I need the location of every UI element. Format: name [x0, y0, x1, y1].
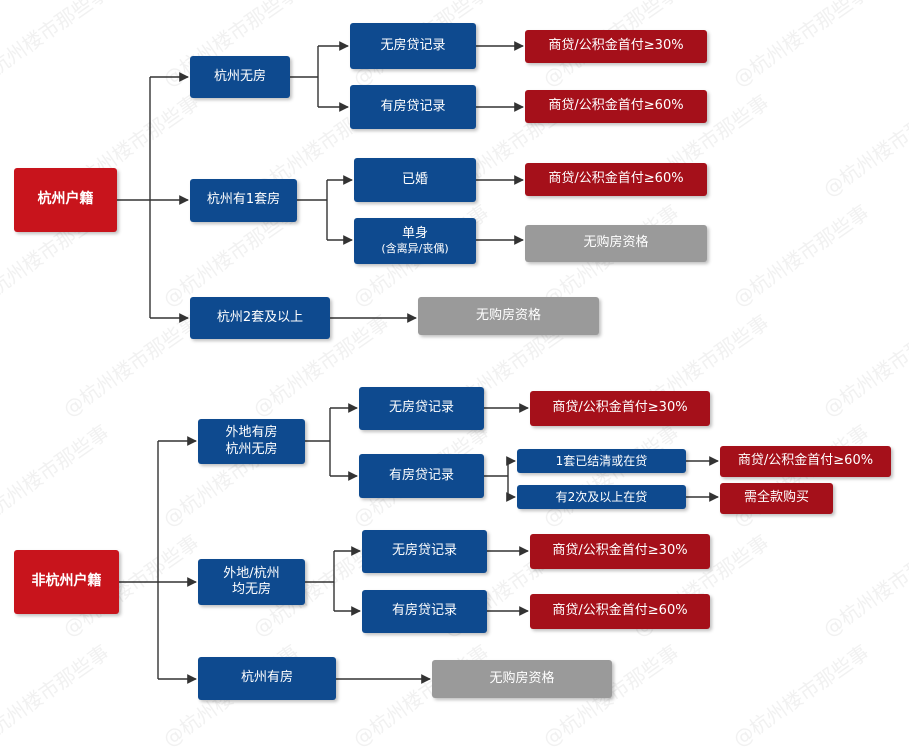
node-two-plus-loans: 有2次及以上在贷	[517, 485, 686, 509]
connector-hz-onehouse-split	[297, 180, 328, 240]
node-elsewhere-has-loan-record: 有房贷记录	[359, 454, 484, 498]
node-hz-has-house: 杭州有房	[198, 657, 336, 700]
result-full-payment-required: 需全款购买	[720, 483, 833, 514]
node-elsewhere-house-hz-none: 外地有房 杭州无房	[198, 419, 305, 464]
result-hz-down-payment-60: 商贷/公积金首付≥60%	[525, 90, 707, 123]
connector-nohouse-split	[305, 551, 335, 611]
root-hangzhou-hukou: 杭州户籍	[14, 168, 117, 232]
connector-hz-root-trunk	[117, 77, 151, 318]
node-hz-no-loan-record: 无房贷记录	[350, 23, 476, 69]
node-elsewhere-no-loan-record: 无房贷记录	[359, 387, 484, 430]
node-hz-one-house: 杭州有1套房	[190, 179, 297, 222]
result-elsewhere-down-payment-30: 商贷/公积金首付≥30%	[530, 391, 710, 426]
result-nohouse-down-payment-60: 商贷/公积金首付≥60%	[530, 594, 710, 629]
root-non-hangzhou-hukou: 非杭州户籍	[14, 550, 119, 614]
node-one-settled-or-loan: 1套已结清或在贷	[517, 449, 686, 473]
connector-lines	[117, 41, 719, 684]
node-nohouse-has-loan-record: 有房贷记录	[362, 590, 487, 633]
result-hz-single-no-eligibility: 无购房资格	[525, 225, 707, 262]
connector-hasloan-split	[484, 461, 509, 497]
node-nohouse-no-loan-record: 无房贷记录	[362, 530, 487, 573]
node-hz-two-plus-houses: 杭州2套及以上	[190, 297, 330, 339]
result-hz-two-plus-no-eligibility: 无购房资格	[418, 297, 599, 335]
node-elsewhere-house-line1: 外地有房	[225, 425, 278, 441]
node-hz-single-note: (含离异/丧偶)	[381, 242, 449, 256]
result-nohouse-down-payment-30: 商贷/公积金首付≥30%	[530, 534, 710, 569]
node-hz-single-label: 单身	[401, 226, 428, 241]
result-hzhouse-no-eligibility: 无购房资格	[432, 660, 612, 698]
result-hz-married-down-payment-60: 商贷/公积金首付≥60%	[525, 163, 707, 196]
result-hz-down-payment-30: 商贷/公积金首付≥30%	[525, 30, 707, 63]
node-no-house-both-line1: 外地/杭州	[223, 565, 280, 581]
node-elsewhere-house-line2: 杭州无房	[225, 441, 278, 457]
connector-nonhz-root-trunk	[119, 441, 159, 679]
node-hz-married: 已婚	[354, 158, 476, 202]
node-hz-single: 单身 (含离异/丧偶)	[354, 218, 476, 264]
node-hz-has-loan-record: 有房贷记录	[350, 85, 476, 129]
connector-elsewhere-split	[305, 408, 331, 476]
node-hz-no-house: 杭州无房	[190, 56, 290, 98]
connector-hz-nohouse-split	[290, 46, 319, 107]
node-no-house-both: 外地/杭州 均无房	[198, 559, 305, 605]
result-settled-down-payment-60: 商贷/公积金首付≥60%	[720, 446, 891, 477]
node-no-house-both-line2: 均无房	[231, 582, 271, 597]
